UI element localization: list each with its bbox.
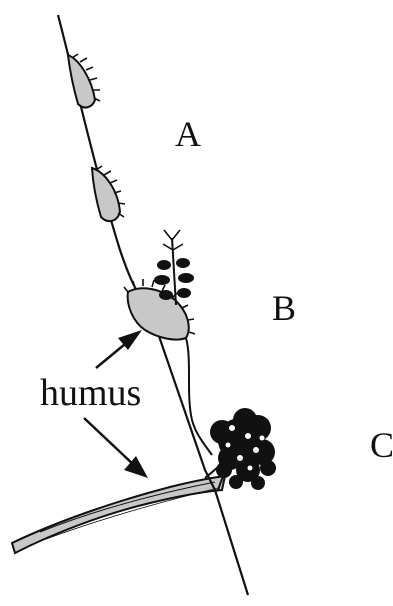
label-humus: humus bbox=[40, 374, 141, 412]
label-c: C bbox=[370, 427, 393, 463]
epiphyte-a bbox=[68, 54, 125, 221]
arrow-to-humus-b bbox=[96, 330, 142, 368]
label-b: B bbox=[272, 290, 296, 326]
arrow-to-humus-c bbox=[84, 418, 148, 478]
label-a: A bbox=[175, 116, 201, 152]
epiphyte-b bbox=[124, 230, 212, 455]
